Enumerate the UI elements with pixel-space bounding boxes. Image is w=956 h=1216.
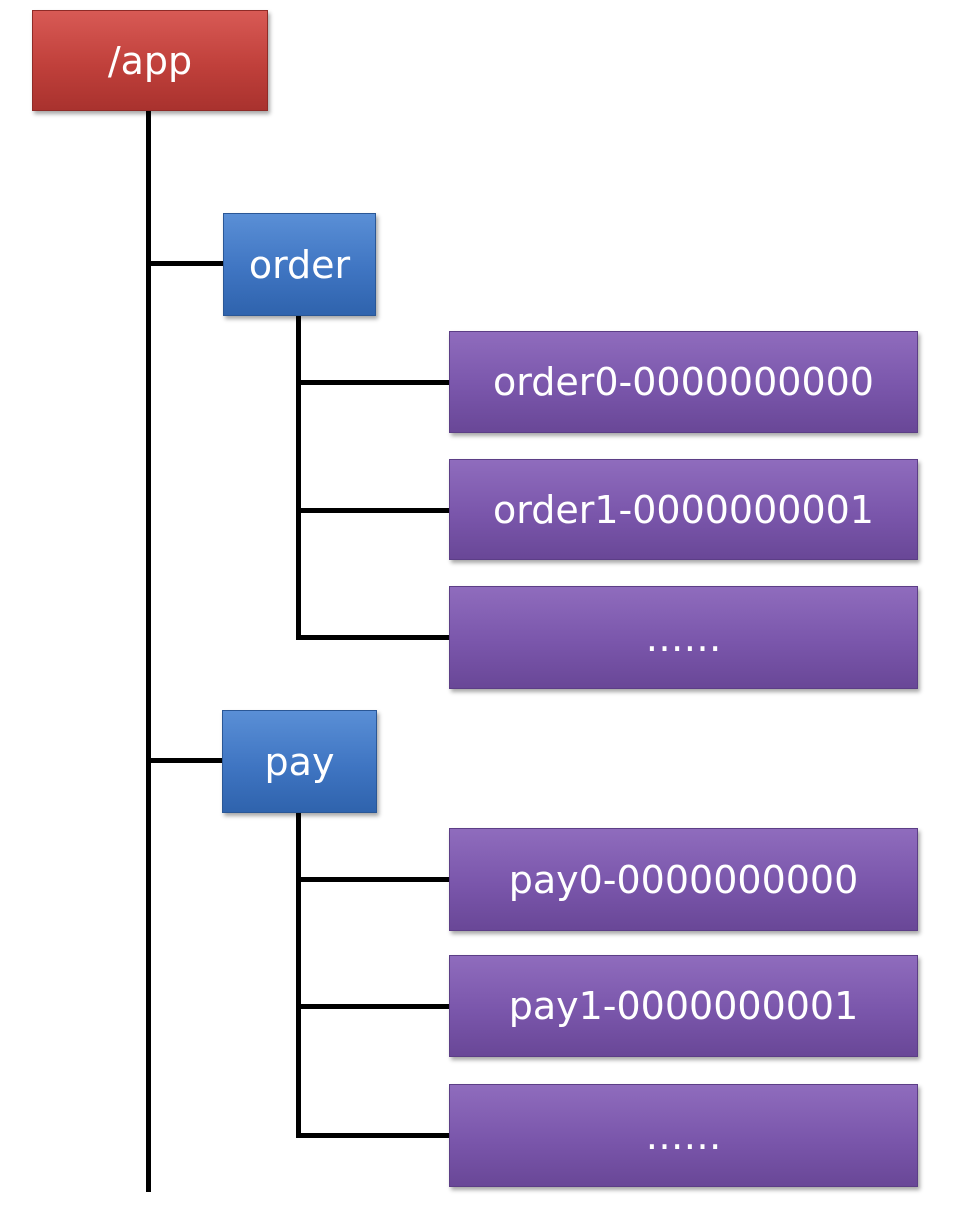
root-node: /app	[32, 10, 268, 111]
order-connector-line	[146, 261, 224, 266]
order0-node-label: order0-0000000000	[493, 360, 874, 404]
pay-more-connector-line	[296, 1133, 451, 1138]
order-node: order	[223, 213, 376, 316]
root-trunk-line	[146, 110, 151, 1192]
order-more-connector-line	[296, 635, 451, 640]
order-more-node-label: ……	[645, 615, 722, 660]
pay-trunk-line	[296, 812, 301, 1138]
order-more-node: ……	[449, 586, 918, 689]
pay-more-node: ……	[449, 1084, 918, 1187]
pay1-connector-line	[296, 1004, 451, 1009]
order-node-label: order	[248, 242, 351, 287]
pay0-connector-line	[296, 877, 451, 882]
order1-node-label: order1-0000000001	[493, 487, 874, 532]
pay-node: pay	[222, 710, 377, 813]
order1-node: order1-0000000001	[449, 459, 918, 560]
pay-connector-line	[146, 758, 224, 763]
order0-connector-line	[296, 380, 451, 385]
pay-more-node-label: ……	[645, 1113, 722, 1158]
root-node-label: /app	[107, 38, 193, 83]
pay0-node-label: pay0-0000000000	[508, 857, 859, 902]
pay1-node: pay1-0000000001	[449, 955, 918, 1057]
pay-node-label: pay	[264, 739, 335, 784]
order-trunk-line	[296, 316, 301, 640]
pay1-node-label: pay1-0000000001	[508, 984, 859, 1028]
order0-node: order0-0000000000	[449, 331, 918, 433]
order1-connector-line	[296, 508, 451, 513]
pay0-node: pay0-0000000000	[449, 828, 918, 931]
